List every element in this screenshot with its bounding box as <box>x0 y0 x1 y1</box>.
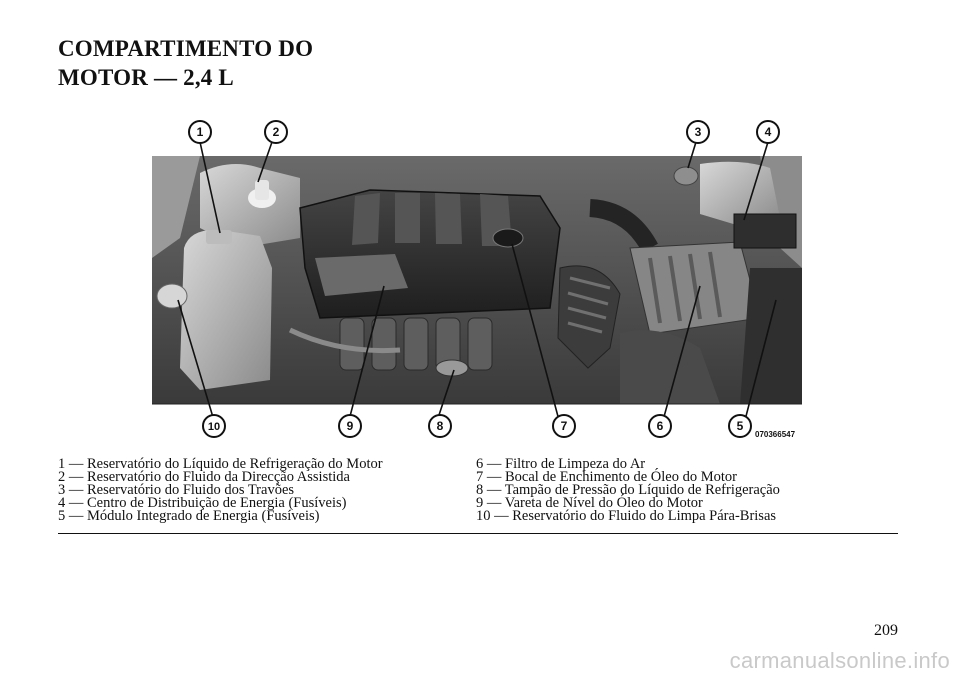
legend-item-1: 1 — Reservatório do Líquido de Refrigera… <box>58 456 383 472</box>
legend-divider <box>58 533 898 534</box>
power-distribution-center <box>733 213 797 249</box>
callout-7: 7 <box>552 414 576 438</box>
legend-right-column: 6 — Filtro de Limpeza do Ar 7 — Bocal de… <box>476 456 780 524</box>
callout-6: 6 <box>648 414 672 438</box>
callout-3: 3 <box>686 120 710 144</box>
engine-illustration: 1 2 3 4 5 6 7 8 9 10 <box>152 120 802 438</box>
svg-text:9: 9 <box>347 419 354 433</box>
callout-5: 5 <box>728 414 752 438</box>
legend-item-8: 8 — Tampão de Pressão do Líquido de Refr… <box>476 482 780 498</box>
watermark: carmanualsonline.info <box>729 648 950 673</box>
legend-item-10: 10 — Reservatório do Fluido do Limpa Pár… <box>476 508 777 524</box>
svg-text:5: 5 <box>737 419 744 433</box>
engine-compartment-figure: 1 2 3 4 5 6 7 8 9 10 070366547 <box>140 118 820 448</box>
title-line-2: MOTOR — 2,4 L <box>58 65 234 90</box>
legend-item-4: 4 — Centro de Distribuição de Energia (F… <box>58 495 347 511</box>
figure-code: 070366547 <box>755 430 796 439</box>
legend-item-5: 5 — Módulo Integrado de Energia (Fusívei… <box>58 508 320 524</box>
brake-fluid-reservoir <box>700 161 780 226</box>
page-number: 209 <box>874 622 898 639</box>
totally-integrated-power-module <box>740 268 802 404</box>
svg-text:3: 3 <box>695 125 702 139</box>
title-line-1: COMPARTIMENTO DO <box>58 36 314 61</box>
callout-2: 2 <box>264 120 288 144</box>
engine-cover <box>299 189 561 319</box>
callout-9: 9 <box>338 414 362 438</box>
legend-item-9: 9 — Vareta de Nível do Óleo do Motor <box>476 495 703 511</box>
svg-text:4: 4 <box>765 125 772 139</box>
svg-text:2: 2 <box>273 125 280 139</box>
legend-item-2: 2 — Reservatório do Fluido da Direcção A… <box>58 469 350 485</box>
svg-text:10: 10 <box>208 421 220 433</box>
callout-8: 8 <box>428 414 452 438</box>
svg-text:6: 6 <box>657 419 664 433</box>
callout-1: 1 <box>188 120 212 144</box>
washer-reservoir <box>180 229 272 390</box>
legend-left-column: 1 — Reservatório do Líquido de Refrigera… <box>58 456 383 524</box>
legend-item-3: 3 — Reservatório do Fluido dos Travões <box>58 482 295 498</box>
legend-item-7: 7 — Bocal de Enchimento de Óleo do Motor <box>476 469 737 485</box>
callout-10: 10 <box>202 414 226 438</box>
svg-text:7: 7 <box>561 419 568 433</box>
callout-4: 4 <box>756 120 780 144</box>
svg-text:8: 8 <box>437 419 444 433</box>
page-title: COMPARTIMENTO DO MOTOR — 2,4 L <box>58 34 313 92</box>
svg-text:1: 1 <box>197 125 204 139</box>
legend-item-6: 6 — Filtro de Limpeza do Ar <box>476 456 646 472</box>
coolant-reservoir <box>200 164 300 248</box>
